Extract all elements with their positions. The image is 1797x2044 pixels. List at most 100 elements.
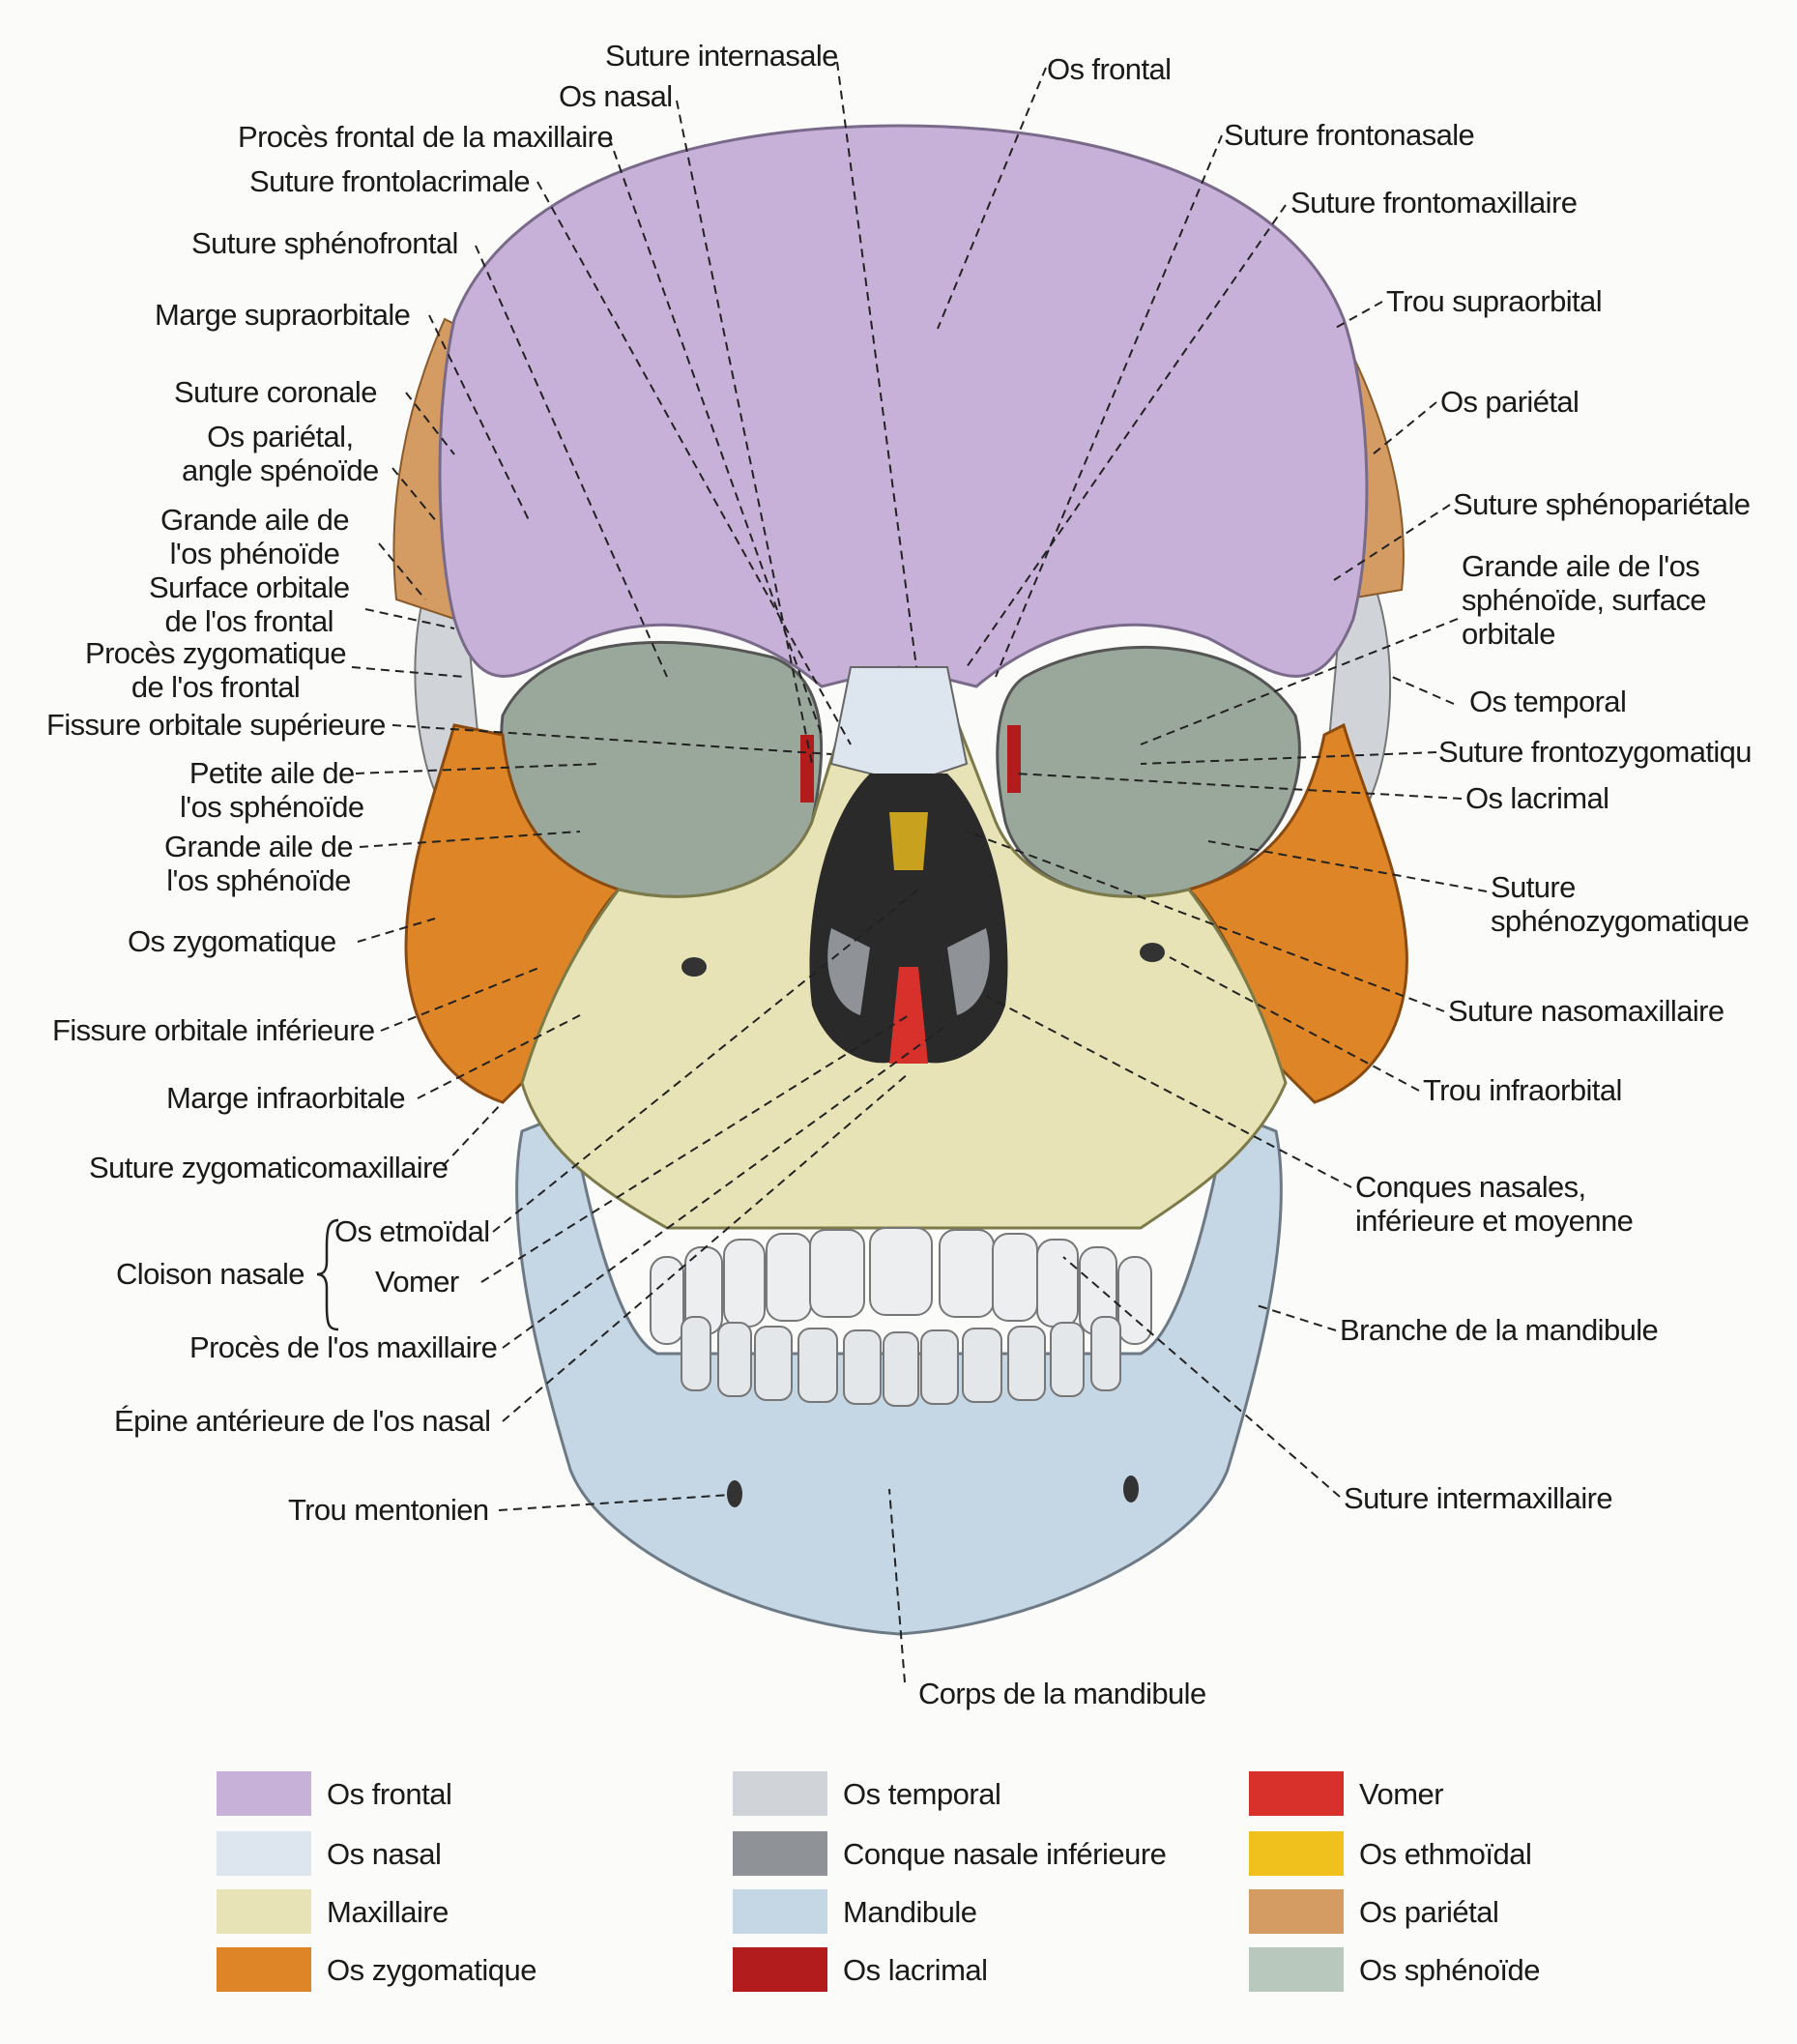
label-suture-sphenozygomatique: Suture sphénozygomatique <box>1491 870 1750 938</box>
legend-swatch <box>217 1889 311 1934</box>
conque-right-shape <box>947 928 990 1015</box>
legend-label: Maxillaire <box>327 1895 449 1929</box>
label-os-temporal: Os temporal <box>1469 685 1627 718</box>
mental-foramen-left <box>727 1480 742 1507</box>
leader-line <box>364 608 455 629</box>
label-fissure-orbitale-superieure: Fissure orbitale supérieure <box>46 708 386 742</box>
leader-line <box>492 889 919 1233</box>
legend-swatch <box>217 1831 311 1876</box>
label-trou-supraorbital: Trou supraorbital <box>1386 284 1603 318</box>
infraorbital-foramen-right <box>1140 943 1165 962</box>
upper-tooth <box>723 1239 766 1328</box>
label-suture-zygomaticomaxillaire: Suture zygomaticomaxillaire <box>89 1151 449 1184</box>
lower-tooth <box>1090 1316 1121 1391</box>
legend-label: Mandibule <box>843 1895 977 1929</box>
legend-label: Os nasal <box>327 1837 442 1871</box>
leader-line <box>351 666 465 678</box>
teeth <box>650 1227 1152 1407</box>
label-conques-nasales: Conques nasales, inférieure et moyenne <box>1355 1170 1634 1238</box>
legend-label: Os temporal <box>843 1777 1001 1811</box>
leader-line <box>1391 676 1455 705</box>
label-os-parietal-right: Os pariétal <box>1440 385 1580 419</box>
leader-line <box>475 245 668 678</box>
legend-swatch <box>217 1771 311 1816</box>
leader-line <box>937 67 1047 330</box>
lower-tooth <box>962 1328 1002 1403</box>
label-suture-frontozygomatique: Suture frontozygomatiqu <box>1438 735 1753 769</box>
label-petite-aile: Petite aile de l'os sphénoïde <box>180 756 364 824</box>
label-branche-mandibule: Branche de la mandibule <box>1340 1313 1659 1347</box>
leader-line <box>995 134 1223 678</box>
leader-line <box>676 100 813 765</box>
lower-tooth <box>843 1329 882 1405</box>
label-fissure-orbitale-inferieure: Fissure orbitale inférieure <box>52 1013 375 1047</box>
leader-line <box>1169 956 1420 1092</box>
label-grande-aile-phenoide: Grande aile de l'os phénoïde <box>160 503 350 570</box>
lower-tooth <box>1050 1322 1085 1397</box>
leader-line <box>1140 751 1437 765</box>
label-suture-intermaxillaire: Suture intermaxillaire <box>1344 1481 1613 1515</box>
lower-tooth <box>797 1328 838 1403</box>
legend-label: Os frontal <box>327 1777 452 1811</box>
leader-line <box>442 1101 504 1167</box>
leader-line <box>888 1488 906 1683</box>
leader-line <box>391 724 832 755</box>
upper-tooth <box>766 1233 812 1322</box>
legend-swatch <box>1249 1947 1344 1992</box>
label-vomer: Vomer <box>375 1265 459 1299</box>
leader-line <box>608 136 823 736</box>
label-grande-aile-sphenoide: Grande aile de l'os sphénoïde <box>164 830 354 897</box>
upper-tooth <box>1036 1239 1079 1328</box>
leader-line <box>391 467 438 523</box>
leader-line <box>985 995 1352 1188</box>
label-suture-frontonasale: Suture frontonasale <box>1224 118 1475 152</box>
label-epine-anterieure: Épine antérieure de l'os nasal <box>114 1404 491 1438</box>
leader-line <box>1014 773 1463 800</box>
legend-label: Os pariétal <box>1359 1895 1499 1929</box>
leader-line <box>359 831 581 848</box>
legend-swatch <box>733 1889 827 1934</box>
leader-line <box>355 763 600 774</box>
mental-foramen-right <box>1123 1475 1139 1503</box>
leader-line <box>498 1494 732 1511</box>
leader-line <box>417 1014 581 1099</box>
label-os-nasal: Os nasal <box>559 79 673 113</box>
legend-swatch <box>217 1947 311 1992</box>
lacrimal-right-shape <box>1007 725 1021 793</box>
vomer-shape <box>889 967 928 1064</box>
leader-line <box>966 204 1287 668</box>
legend-label: Os zygomatique <box>327 1953 537 1987</box>
upper-tooth <box>992 1233 1038 1322</box>
leader-line <box>836 61 917 668</box>
label-marge-infraorbitale: Marge infraorbitale <box>166 1081 406 1115</box>
label-suture-nasomaxillaire: Suture nasomaxillaire <box>1448 994 1725 1028</box>
label-suture-coronale: Suture coronale <box>174 375 377 409</box>
leader-line <box>1333 504 1451 581</box>
legend-label: Os sphénoïde <box>1359 1953 1541 1987</box>
ethmoid-shape <box>889 812 928 870</box>
lower-tooth <box>754 1326 793 1401</box>
legend-swatch <box>733 1831 827 1876</box>
label-trou-mentonien: Trou mentonien <box>288 1493 489 1527</box>
label-os-lacrimal: Os lacrimal <box>1465 781 1609 815</box>
label-trou-infraorbital: Trou infraorbital <box>1423 1073 1622 1107</box>
leader-lines <box>351 61 1488 1683</box>
lower-tooth <box>717 1322 752 1397</box>
nasal-bone-shape <box>829 666 969 785</box>
label-os-frontal: Os frontal <box>1047 52 1172 86</box>
lower-tooth <box>883 1331 919 1407</box>
label-grande-aile-orbitale: Grande aile de l'os sphénoïde, surface o… <box>1462 549 1706 651</box>
label-suture-sphenoparietale: Suture sphénopariétale <box>1453 487 1751 521</box>
leader-line <box>1062 1256 1341 1498</box>
cloison-brace <box>316 1218 339 1331</box>
legend-swatch <box>733 1771 827 1816</box>
label-suture-frontolacrimale: Suture frontolacrimale <box>249 164 531 198</box>
label-os-zygomatique: Os zygomatique <box>128 924 336 958</box>
legend-swatch <box>733 1947 827 1992</box>
label-marge-supraorbitale: Marge supraorbitale <box>155 298 411 332</box>
label-cloison-nasale: Cloison nasale <box>116 1257 305 1291</box>
leader-line <box>405 392 455 455</box>
lower-tooth <box>920 1329 959 1405</box>
legend-label: Os lacrimal <box>843 1953 988 1987</box>
